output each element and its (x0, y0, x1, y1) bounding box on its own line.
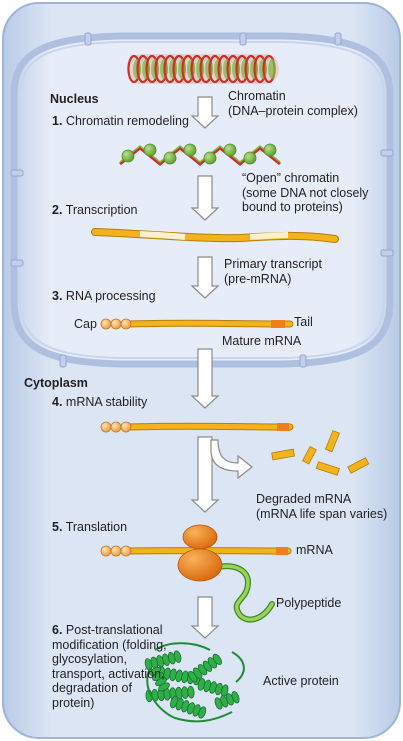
polypeptide-chain-highlight (203, 564, 274, 622)
condensed-chromatin (127, 54, 279, 84)
arrow-step-3 (190, 256, 220, 299)
mrna-label: mRNA (296, 543, 333, 557)
cytoplasmic-mrna-shape (100, 421, 294, 433)
translation-mrna-shape (100, 545, 292, 557)
mature-mrna-label: Mature mRNA (222, 334, 302, 348)
arrow-step-2 (190, 175, 220, 221)
open-chromatin-label: “Open” chromatin (some DNA not closely b… (242, 171, 369, 214)
primary-transcript-shape (91, 228, 339, 243)
nucleosome (203, 151, 217, 165)
tail-label: Tail (294, 315, 313, 329)
step-1-label: 1. Chromatin remodeling (52, 114, 189, 128)
step-6-label: 6. Post-translational modification (fold… (52, 623, 167, 710)
step-5-label: 5. Translation (52, 520, 128, 534)
active-protein-label: Active protein (263, 674, 339, 688)
nucleosome (163, 151, 177, 165)
protein-helix (149, 666, 170, 692)
open-chromatin (119, 143, 281, 166)
ribosome (177, 524, 223, 582)
nuclear-pores (10, 32, 394, 368)
cytoplasm-label: Cytoplasm (24, 376, 88, 390)
mature-mrna-shape (100, 318, 294, 330)
protein-loop (146, 642, 245, 723)
step-3-label: 3. RNA processing (52, 289, 156, 303)
primary-transcript-label: Primary transcript (pre-mRNA) (224, 257, 322, 286)
arrow-step-1 (190, 96, 220, 129)
active-protein-shape (144, 642, 245, 723)
degraded-mrna-fragments (271, 430, 370, 476)
nucleosome (263, 143, 277, 157)
chromatin-label: Chromatin (DNA–protein complex) (228, 89, 358, 118)
nucleosome (243, 151, 257, 165)
protein-helix (145, 685, 195, 703)
nucleosome (121, 149, 135, 163)
degraded-mrna-label: Degraded mRNA (mRNA life span varies) (256, 492, 388, 521)
nuclear-envelope-inner (19, 41, 385, 359)
polypeptide-label: Polypeptide (276, 596, 342, 610)
protein-helix (197, 678, 229, 697)
arrow-step-6 (190, 596, 220, 639)
step-2-label: 2. Transcription (52, 203, 138, 217)
nucleus-label: Nucleus (50, 92, 99, 106)
nucleosome (223, 143, 237, 157)
arrow-degradation (210, 439, 253, 480)
chromatin-nucleosome (268, 59, 276, 79)
nucleosome (183, 143, 197, 157)
step-4-label: 4. mRNA stability (52, 395, 148, 409)
cap-label: Cap (74, 317, 97, 331)
protein-helix (144, 650, 182, 671)
protein-helix (188, 653, 222, 683)
arrow-step-4 (190, 348, 220, 409)
nucleosome (143, 143, 157, 157)
protein-helix (214, 691, 240, 710)
protein-helix (170, 696, 207, 719)
